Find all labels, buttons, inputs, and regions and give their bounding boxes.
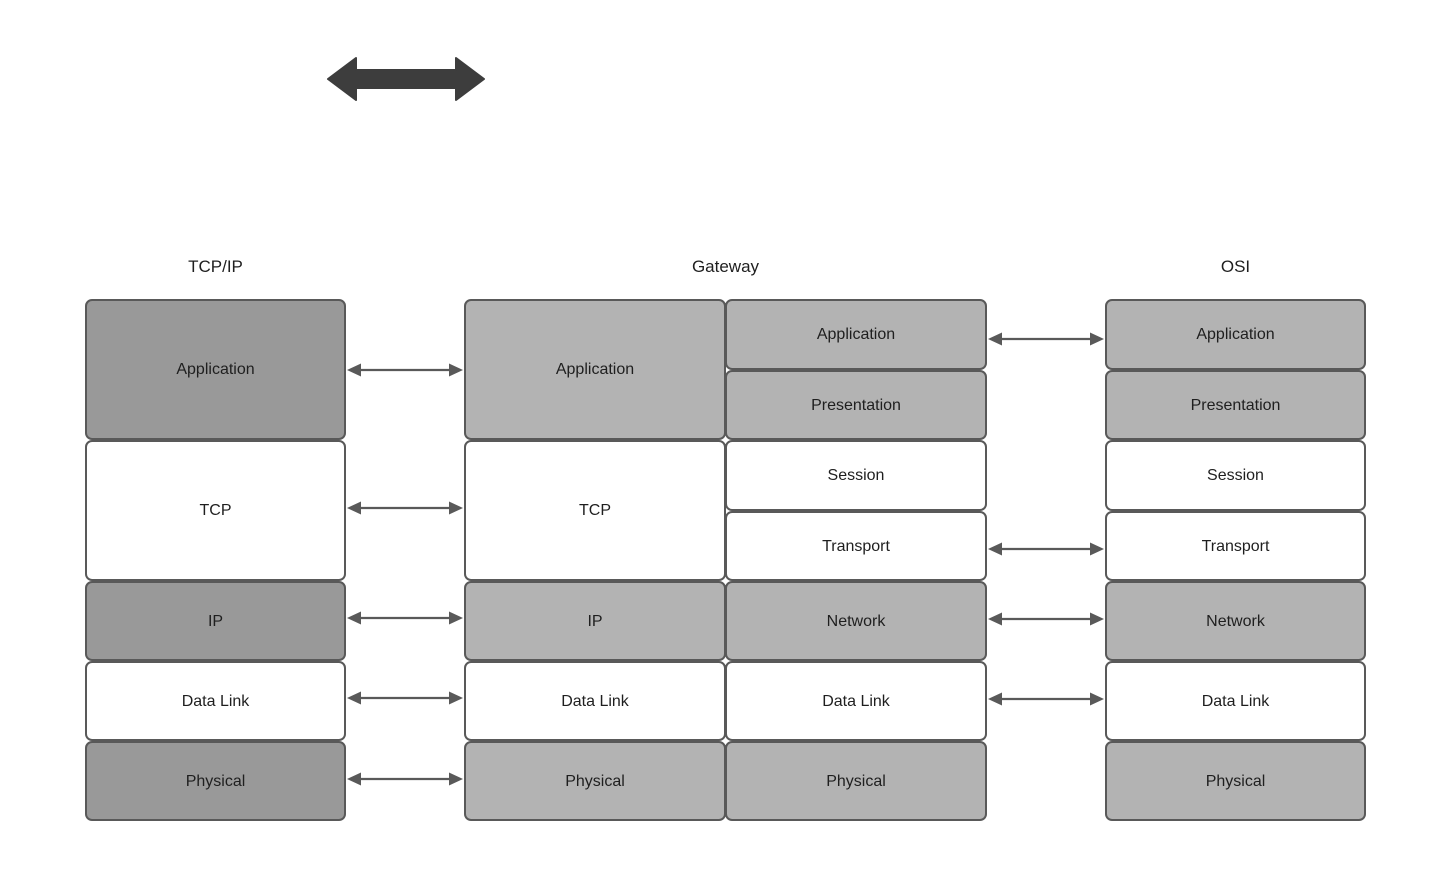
layer-label: Physical bbox=[826, 772, 886, 790]
layer-cell-data-link: Data Link bbox=[464, 661, 726, 741]
layer-cell-presentation: Presentation bbox=[725, 370, 987, 440]
layer-label: Session bbox=[1207, 467, 1264, 484]
layer-label: Data Link bbox=[1201, 692, 1270, 710]
connector-ip bbox=[346, 607, 464, 629]
layer-label: Session bbox=[827, 467, 885, 484]
layer-label: Application bbox=[555, 361, 635, 378]
layer-label: Application bbox=[1196, 326, 1275, 343]
layer-label: Network bbox=[1206, 612, 1265, 630]
layer-label: Physical bbox=[1205, 772, 1266, 790]
connector-data-link bbox=[346, 687, 464, 709]
layer-label: Physical bbox=[565, 772, 625, 790]
column-header-osi: OSI bbox=[1220, 257, 1251, 276]
layer-label: Application bbox=[816, 326, 896, 343]
layer-cell-network: Network bbox=[725, 581, 987, 661]
layer-label: IP bbox=[587, 612, 603, 630]
layer-cell-tcp: TCP bbox=[464, 440, 726, 581]
layer-cell-transport: Transport bbox=[1105, 511, 1366, 581]
layer-cell-physical: Physical bbox=[464, 741, 726, 821]
layer-cell-data-link: Data Link bbox=[725, 661, 987, 741]
layer-cell-network: Network bbox=[1105, 581, 1366, 661]
layer-label: Presentation bbox=[811, 396, 901, 414]
layer-label: IP bbox=[207, 612, 224, 630]
layer-cell-application: Application bbox=[1105, 299, 1366, 370]
connector-transport bbox=[987, 538, 1105, 560]
layer-cell-application: Application bbox=[464, 299, 726, 440]
layer-label: Presentation bbox=[1190, 396, 1281, 414]
connector-network bbox=[987, 608, 1105, 630]
layer-label: Application bbox=[176, 361, 255, 378]
layer-label: Data Link bbox=[181, 692, 250, 710]
layer-cell-physical: Physical bbox=[1105, 741, 1366, 821]
layer-cell-session: Session bbox=[1105, 440, 1366, 511]
connector-tcp bbox=[346, 497, 464, 519]
connector-application bbox=[987, 328, 1105, 350]
layer-cell-session: Session bbox=[725, 440, 987, 511]
layer-cell-data-link: Data Link bbox=[85, 661, 346, 741]
double-headed-arrow bbox=[322, 52, 490, 106]
layer-cell-application: Application bbox=[85, 299, 346, 440]
layer-cell-application: Application bbox=[725, 299, 987, 370]
connector-application bbox=[346, 359, 464, 381]
layer-label: Transport bbox=[822, 537, 890, 555]
layer-label: Transport bbox=[1201, 537, 1270, 555]
column-header-tcpip: TCP/IP bbox=[188, 257, 243, 276]
layer-cell-physical: Physical bbox=[725, 741, 987, 821]
layer-cell-presentation: Presentation bbox=[1105, 370, 1366, 440]
layer-label: Physical bbox=[185, 772, 246, 790]
layer-cell-physical: Physical bbox=[85, 741, 346, 821]
connector-data-link bbox=[987, 688, 1105, 710]
connector-physical bbox=[346, 768, 464, 790]
layer-label: Data Link bbox=[561, 692, 629, 710]
layer-cell-transport: Transport bbox=[725, 511, 987, 581]
layer-cell-ip: IP bbox=[464, 581, 726, 661]
column-header-gateway: Gateway bbox=[691, 257, 760, 276]
layer-label: Data Link bbox=[822, 692, 890, 710]
layer-cell-data-link: Data Link bbox=[1105, 661, 1366, 741]
layer-label: Network bbox=[826, 612, 886, 630]
layer-cell-tcp: TCP bbox=[85, 440, 346, 581]
layer-label: TCP bbox=[579, 502, 611, 519]
layer-cell-ip: IP bbox=[85, 581, 346, 661]
layer-label: TCP bbox=[199, 502, 232, 519]
